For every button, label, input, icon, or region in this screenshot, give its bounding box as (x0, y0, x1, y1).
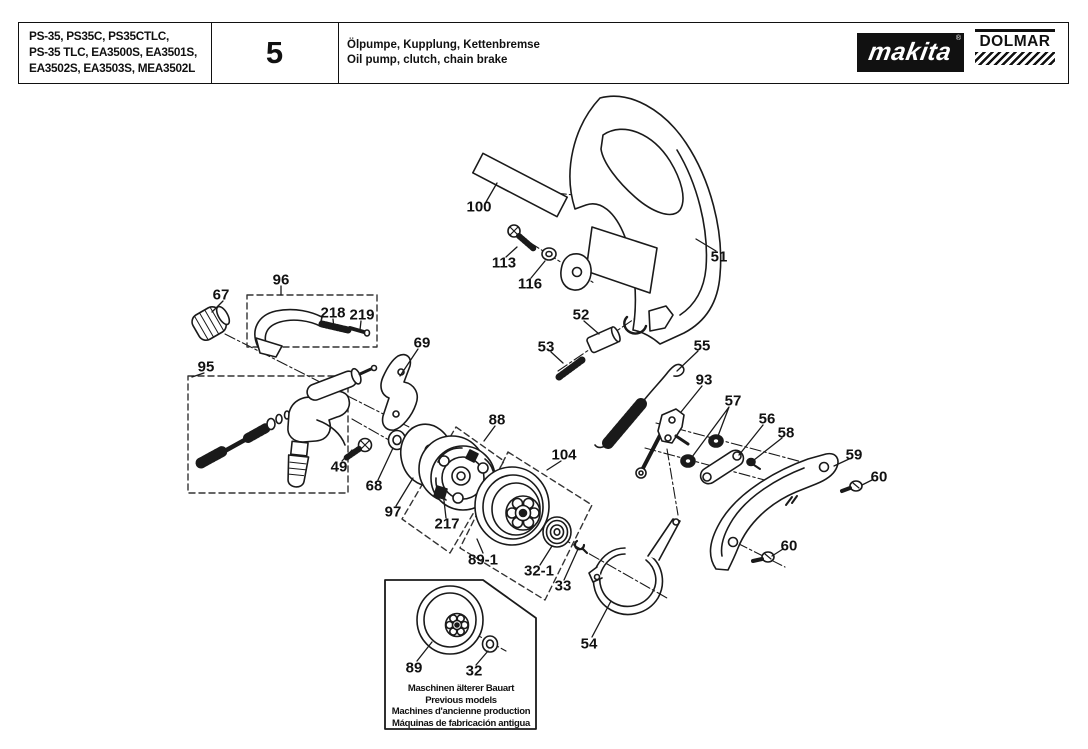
callout-68: 68 (365, 477, 383, 495)
washer-68 (387, 429, 407, 451)
model-list: PS-35, PS35C, PS35CTLC, PS-35 TLC, EA350… (29, 28, 197, 76)
dolmar-logo: DOLMAR (975, 29, 1055, 79)
callout-113: 113 (491, 254, 517, 272)
header-divider-1 (211, 23, 212, 83)
group-box-95 (187, 375, 349, 494)
callout-49: 49 (330, 458, 348, 476)
callout-88: 88 (488, 411, 506, 429)
group-box-96 (246, 294, 378, 348)
clutch-drum-89-1 (474, 466, 550, 546)
callout-60-lower: 60 (780, 537, 798, 555)
previous-models-note: Maschinen älterer Bauart Previous models… (389, 683, 533, 729)
fitting-219 (348, 326, 371, 337)
previous-models-note-de: Maschinen älterer Bauart (407, 683, 515, 694)
header-bar: PS-35, PS35C, PS35CTLC, PS-35 TLC, EA350… (18, 22, 1069, 84)
link-plate-56 (699, 449, 745, 485)
callout-51: 51 (710, 248, 728, 266)
page-title-de: Ölpumpe, Kupplung, Kettenbremse (347, 39, 540, 51)
dolmar-top-rule (975, 29, 1055, 32)
model-list-line3: EA3502S, EA3503S, MEA3502L (29, 61, 195, 75)
tension-spring-55 (594, 363, 685, 449)
page-title-en: Oil pump, clutch, chain brake (347, 53, 508, 66)
callout-58: 58 (777, 424, 795, 442)
callout-57: 57 (724, 392, 742, 410)
screw-49 (343, 437, 373, 461)
section-number: 5 (265, 35, 284, 70)
washer-116 (541, 247, 557, 261)
previous-models-note-en: Previous models (425, 694, 497, 706)
cap-67 (191, 305, 231, 341)
screw-113 (507, 224, 537, 252)
callout-54: 54 (580, 635, 598, 653)
callout-56: 56 (758, 410, 776, 428)
oil-pump-assembly-95 (195, 364, 378, 488)
callout-32-1: 32-1 (523, 562, 555, 580)
callout-104: 104 (551, 446, 577, 464)
brake-lever-93 (635, 408, 690, 479)
callout-33: 33 (554, 577, 572, 595)
group-box-88 (401, 426, 505, 554)
callout-96: 96 (272, 271, 290, 289)
callout-217: 217 (434, 515, 460, 533)
dolmar-wordmark: DOLMAR (979, 33, 1051, 50)
registered-trademark-icon: ® (955, 35, 961, 42)
callout-89: 89 (405, 659, 423, 677)
nut-58 (746, 457, 761, 470)
sleeve-52 (586, 326, 621, 354)
makita-wordmark: makita (867, 38, 955, 66)
callout-55: 55 (693, 337, 711, 355)
callout-100: 100 (466, 198, 492, 216)
callout-219: 219 (349, 306, 375, 324)
model-list-line1: PS-35, PS35C, PS35CTLC, (29, 29, 169, 43)
callout-59: 59 (845, 446, 863, 464)
previous-models-note-es: Máquinas de fabricación antigua (392, 717, 530, 729)
leader-lines (191, 182, 873, 666)
spring-53 (555, 356, 586, 381)
header-divider-2 (338, 23, 339, 83)
bracket-69 (380, 353, 419, 431)
screw-60-upper (840, 480, 863, 493)
callout-60-upper: 60 (870, 468, 888, 486)
previous-models-box (384, 579, 537, 730)
callout-67: 67 (212, 286, 230, 304)
clutch-shoe-217 (433, 485, 448, 500)
callout-52: 52 (572, 306, 590, 324)
brake-band-54 (588, 518, 681, 616)
callout-89-1: 89-1 (467, 551, 499, 569)
hand-guard-51 (560, 95, 722, 345)
model-list-line2: PS-35 TLC, EA3500S, EA3501S, (29, 45, 197, 59)
previous-models-note-fr: Machines d'ancienne production (391, 706, 531, 718)
callout-97: 97 (384, 503, 402, 521)
group-boxes (187, 294, 593, 601)
washer-32 (481, 635, 499, 653)
callout-93: 93 (695, 371, 713, 389)
callout-32: 32 (465, 662, 483, 680)
callout-218: 218 (320, 304, 346, 322)
bushing-57-a (708, 434, 724, 448)
guide-plate-59 (709, 452, 839, 571)
bearing-32-1 (542, 516, 572, 548)
label-sticker-100 (471, 152, 569, 218)
callout-116: 116 (517, 275, 543, 293)
clutch-drum-89 (416, 585, 484, 655)
screw-60-lower (751, 551, 775, 563)
callout-53: 53 (537, 338, 555, 356)
callout-95: 95 (197, 358, 215, 376)
spring-218 (318, 320, 352, 334)
makita-logo: makita ® (857, 33, 964, 72)
dolmar-hatch-bar (975, 52, 1055, 65)
clip-33 (573, 539, 589, 555)
bushing-57-b (680, 454, 696, 468)
callout-69: 69 (413, 334, 431, 352)
hose-assembly-96 (254, 308, 371, 358)
page-title: Ölpumpe, Kupplung, Kettenbremse Oil pump… (347, 38, 540, 67)
